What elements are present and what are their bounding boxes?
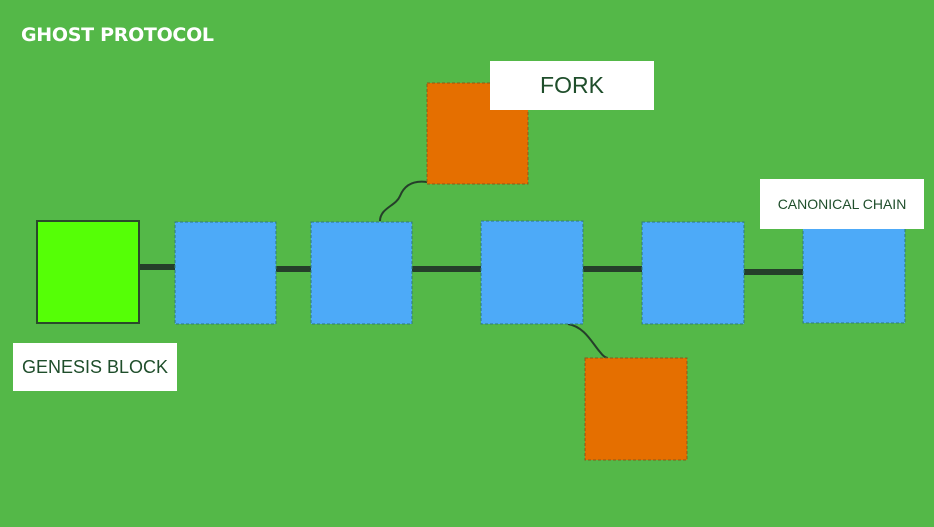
genesis-block	[36, 220, 140, 324]
chain-block-3	[480, 220, 584, 325]
canonical-chain-label: CANONICAL CHAIN	[760, 179, 924, 229]
chain-block-1	[174, 221, 277, 325]
chain-block-5	[802, 220, 906, 324]
diagram-title: GHOST PROTOCOL	[21, 24, 214, 46]
fork-link-upper	[379, 180, 428, 222]
genesis-block-label: GENESIS BLOCK	[13, 343, 177, 391]
chain-block-4	[641, 221, 745, 325]
fork-link-lower	[567, 323, 609, 359]
fork-block-lower	[584, 357, 688, 461]
fork-label: FORK	[490, 61, 654, 110]
chain-block-2	[310, 221, 413, 325]
